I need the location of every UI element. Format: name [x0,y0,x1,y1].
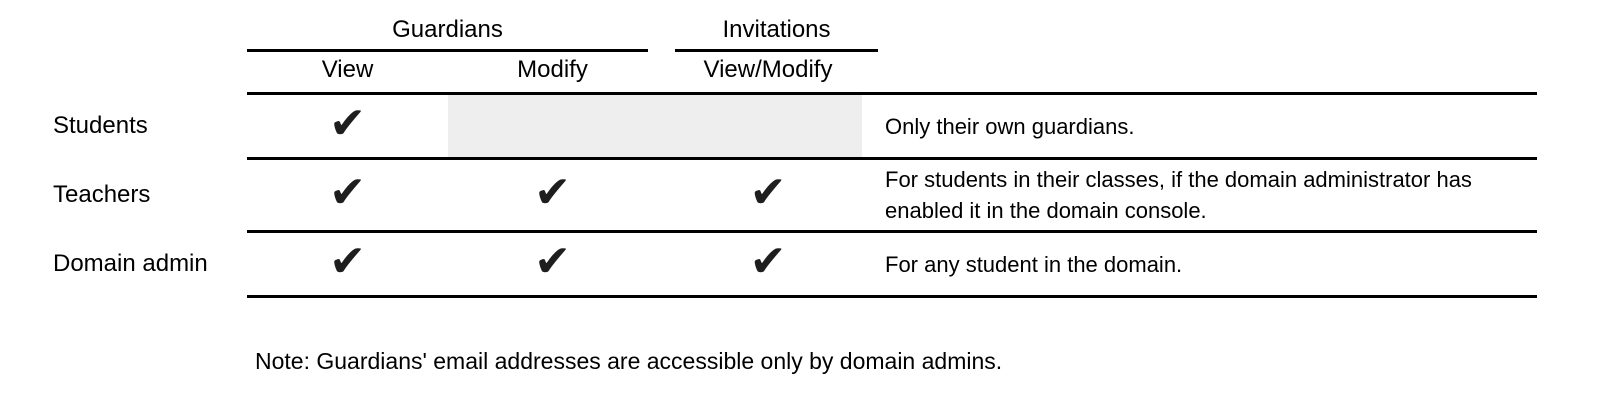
checkmark-icon: ✔ [749,236,787,287]
students-disabled-cells-region [448,95,862,157]
footnote: Note: Guardians' email addresses are acc… [255,348,1003,374]
cell-students-modify [448,95,657,157]
checkmark-icon: ✔ [329,236,366,287]
cell-domain-admin-modify: ✔ [448,233,657,295]
row-label-teachers: Teachers [53,180,151,208]
column-group-label: Guardians [392,16,503,43]
note-students: Only their own guardians. [885,113,1135,139]
column-group-invitations: Invitations [675,14,878,46]
invitations-group-underline [675,49,878,52]
column-header-modify: Modify [448,55,657,85]
table-rule-bottom [247,295,1537,298]
row-label-domain-admin: Domain admin [53,250,208,277]
checkmark-icon: ✔ [534,166,571,218]
column-header-label: View/Modify [703,56,833,83]
checkmark-icon: ✔ [534,236,571,287]
cell-students-view-modify [660,95,876,157]
column-header-view-modify: View/Modify [660,55,876,85]
table-rule-after-students [247,157,1537,160]
checkmark-icon: ✔ [329,166,366,218]
checkmark-icon: ✔ [749,166,787,218]
note-domain-admin: For any student in the domain. [885,251,1183,277]
cell-teachers-modify: ✔ [448,160,657,229]
column-header-view: View [247,55,448,85]
row-label-students: Students [53,112,148,139]
cell-domain-admin-view-modify: ✔ [660,233,876,295]
column-header-label: Modify [517,56,588,83]
cell-students-view: ✔ [247,95,448,157]
table-rule-header [247,92,1537,95]
column-header-label: View [321,56,374,83]
column-group-label: Invitations [722,16,831,43]
cell-teachers-view: ✔ [247,160,448,229]
cell-domain-admin-view: ✔ [247,233,448,295]
table-rule-after-teachers [247,230,1537,233]
checkmark-icon: ✔ [329,98,366,149]
column-group-guardians: Guardians [247,14,648,46]
guardians-group-underline [247,49,648,52]
note-teachers: For students in their classes, if the do… [885,166,1472,223]
cell-teachers-view-modify: ✔ [660,160,876,229]
